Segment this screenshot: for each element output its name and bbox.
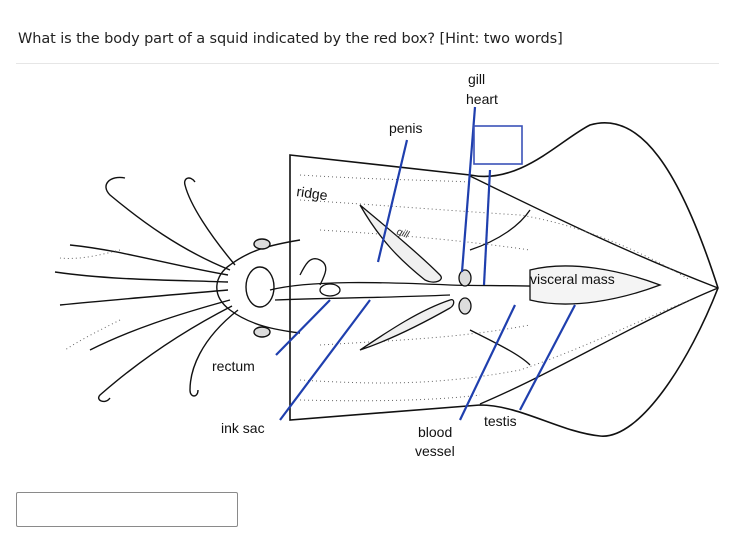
label-gill-small: gill bbox=[395, 226, 411, 241]
label-visceral-mass: visceral mass bbox=[530, 271, 615, 287]
internal-organs bbox=[269, 204, 662, 366]
label-testis: testis bbox=[484, 413, 517, 429]
label-vessel: vessel bbox=[415, 443, 455, 459]
label-ridge: ridge bbox=[296, 183, 329, 203]
label-ink-sac: ink sac bbox=[221, 420, 265, 436]
label-rectum: rectum bbox=[212, 358, 255, 374]
squid-diagram: gill heart penis ridge gill visceral mas… bbox=[54, 71, 719, 459]
label-blood: blood bbox=[418, 424, 452, 440]
pointer-lines bbox=[275, 106, 576, 421]
label-heart: heart bbox=[466, 91, 498, 107]
answer-input[interactable] bbox=[16, 492, 238, 527]
mantle bbox=[289, 122, 719, 437]
label-penis: penis bbox=[389, 120, 422, 136]
label-gill: gill bbox=[468, 71, 485, 87]
head-and-arms bbox=[54, 176, 301, 403]
divider bbox=[16, 63, 719, 64]
question-text: What is the body part of a squid indicat… bbox=[18, 31, 563, 47]
highlight-box bbox=[473, 125, 523, 165]
